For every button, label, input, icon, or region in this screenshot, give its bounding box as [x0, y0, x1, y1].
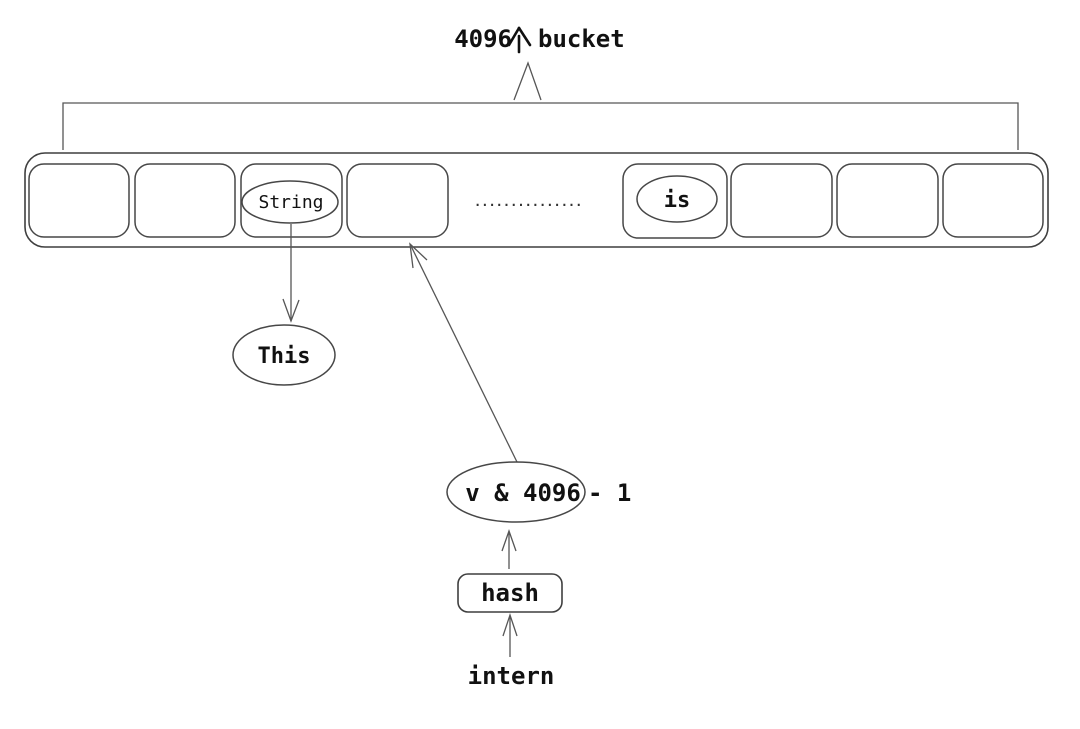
brace-caret-icon	[513, 61, 542, 101]
cjk-ge-character-glyph	[507, 26, 532, 54]
arrow-hash-to-index	[501, 529, 517, 569]
hash-label: hash	[481, 579, 539, 607]
index-expression-label: v & 4096	[465, 479, 581, 507]
bucket-count-number: 4096	[454, 25, 512, 53]
this-node-ellipse	[232, 324, 336, 386]
bucket-cell-7	[836, 163, 939, 238]
bucket-cell-6	[730, 163, 833, 238]
bucket-word: bucket	[538, 25, 625, 53]
arrow-string-to-this	[282, 224, 300, 323]
is-entry-ellipse	[636, 175, 718, 223]
bucket-cell-4	[346, 163, 449, 238]
index-expression-ellipse	[446, 461, 586, 523]
arrowhead-down-icon	[282, 298, 300, 323]
bucket-cell-8	[942, 163, 1044, 238]
arrow-intern-to-hash	[502, 612, 518, 657]
string-entry-label: String	[258, 192, 323, 213]
is-entry-label: is	[664, 188, 691, 213]
intern-label: intern	[468, 662, 555, 690]
bucket-array-container	[24, 152, 1049, 248]
arrowhead-up-icon	[501, 529, 517, 552]
bucket-range-bracket	[62, 102, 1019, 150]
index-expression-tail: - 1	[588, 479, 631, 507]
arrowhead-up-icon	[502, 612, 518, 637]
bucket-cell-2	[134, 163, 236, 238]
arrowhead-up-left-icon	[409, 242, 428, 269]
bucket-cell-1	[28, 163, 130, 238]
bucket-cell-5	[622, 163, 728, 239]
arrow-index-to-bucket	[409, 242, 518, 463]
ellipsis-dots: ...............	[474, 195, 582, 209]
string-entry-ellipse	[241, 180, 339, 224]
bucket-count-label: 4096 bucket	[454, 25, 625, 54]
hash-box	[457, 573, 563, 613]
this-node-label: This	[258, 344, 311, 369]
